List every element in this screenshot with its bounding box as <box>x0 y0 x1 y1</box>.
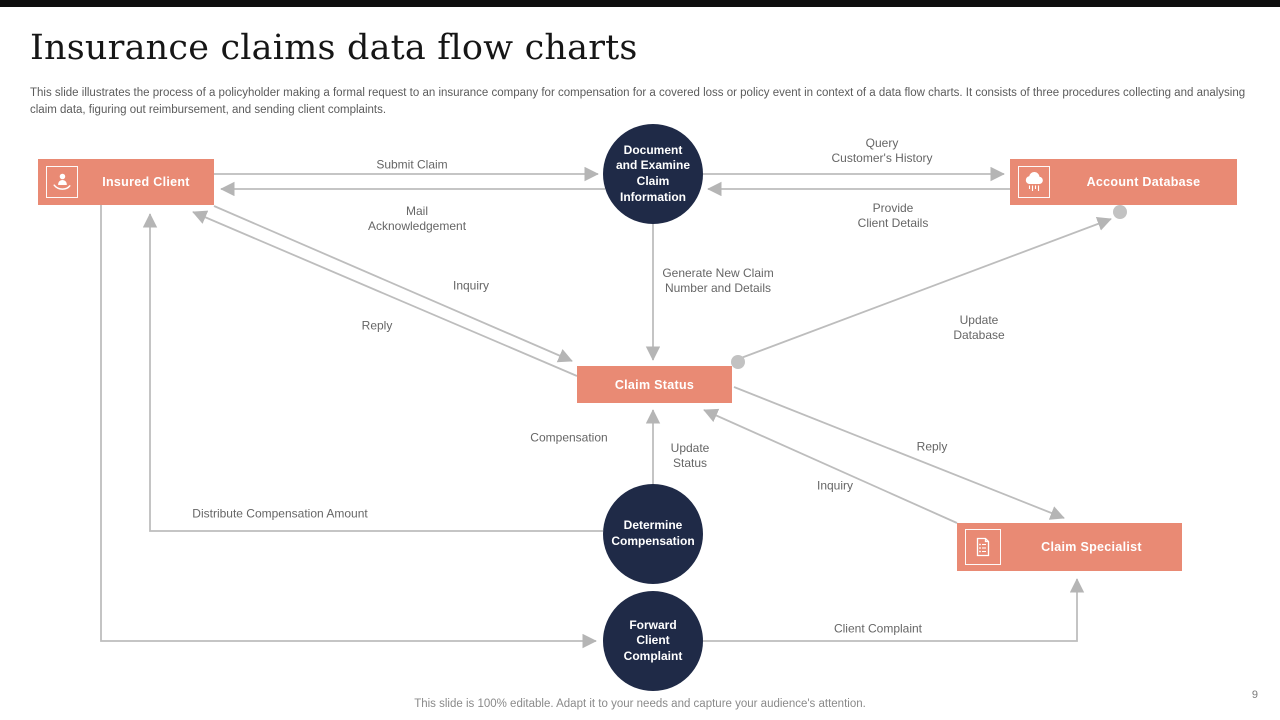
node-label: Determine Compensation <box>611 518 695 548</box>
node-account-database: Account Database <box>1010 159 1237 205</box>
flow-label-inquiry-client: Inquiry <box>452 278 490 293</box>
node-forward-client-complaint: Forward Client Complaint <box>603 591 703 691</box>
node-claim-status: Claim Status <box>577 366 732 403</box>
arrow-reply-specialist <box>733 386 1065 520</box>
node-label: Document and Examine Claim Information <box>615 142 691 204</box>
node-insured-client: Insured Client <box>38 159 214 205</box>
node-label: Forward Client Complaint <box>623 617 683 663</box>
flow-label-reply-specialist: Reply <box>916 439 948 454</box>
flow-label-provide-client-details: Provide Client Details <box>857 201 929 230</box>
checklist-document-icon <box>965 529 1001 565</box>
junction-dot-account-database <box>1113 205 1127 219</box>
node-label: Claim Status <box>614 377 695 392</box>
arrow-inquiry-client <box>213 205 573 363</box>
flow-label-distribute-compensation: Distribute Compensation Amount <box>192 506 368 521</box>
flow-label-submit-claim: Submit Claim <box>376 157 448 172</box>
node-label: Account Database <box>1086 175 1201 189</box>
slide-description: This slide illustrates the process of a … <box>30 87 1246 116</box>
hand-person-icon <box>46 166 78 198</box>
flow-label-update-database: Update Database <box>953 313 1005 342</box>
arrow-reply-client <box>192 210 578 377</box>
arrow-client-complaint <box>703 578 1085 642</box>
flow-label-inquiry-specialist: Inquiry <box>816 478 854 493</box>
flow-label-generate-new-claim: Generate New Claim Number and Details <box>662 266 774 295</box>
node-claim-specialist: Claim Specialist <box>957 523 1182 571</box>
node-label: Claim Specialist <box>1041 540 1142 554</box>
node-document-examine-claim-information: Document and Examine Claim Information <box>603 124 703 224</box>
flow-label-client-complaint: Client Complaint <box>833 621 923 636</box>
flow-label-reply-client: Reply <box>361 318 393 333</box>
flow-label-update-status: Update Status <box>670 441 710 470</box>
flow-label-query-customers-history: Query Customer's History <box>831 136 933 165</box>
page-title: Insurance claims data flow charts <box>30 28 638 68</box>
flow-label-compensation: Compensation <box>530 430 608 445</box>
top-accent-bar <box>0 0 1280 7</box>
arrow-to-forward-complaint <box>100 205 597 649</box>
junction-dot-claim-status <box>731 355 745 369</box>
arrow-update-database <box>740 217 1112 359</box>
node-label: Insured Client <box>102 175 190 189</box>
arrow-inquiry-specialist <box>703 408 958 524</box>
arrow-distribute-compensation <box>142 213 603 532</box>
page-number: 9 <box>1251 689 1258 701</box>
flow-label-mail-acknowledgement: Mail Acknowledgement <box>367 204 467 233</box>
footer-note: This slide is 100% editable. Adapt it to… <box>414 698 866 710</box>
cloud-data-icon <box>1018 166 1050 198</box>
node-determine-compensation: Determine Compensation <box>603 484 703 584</box>
